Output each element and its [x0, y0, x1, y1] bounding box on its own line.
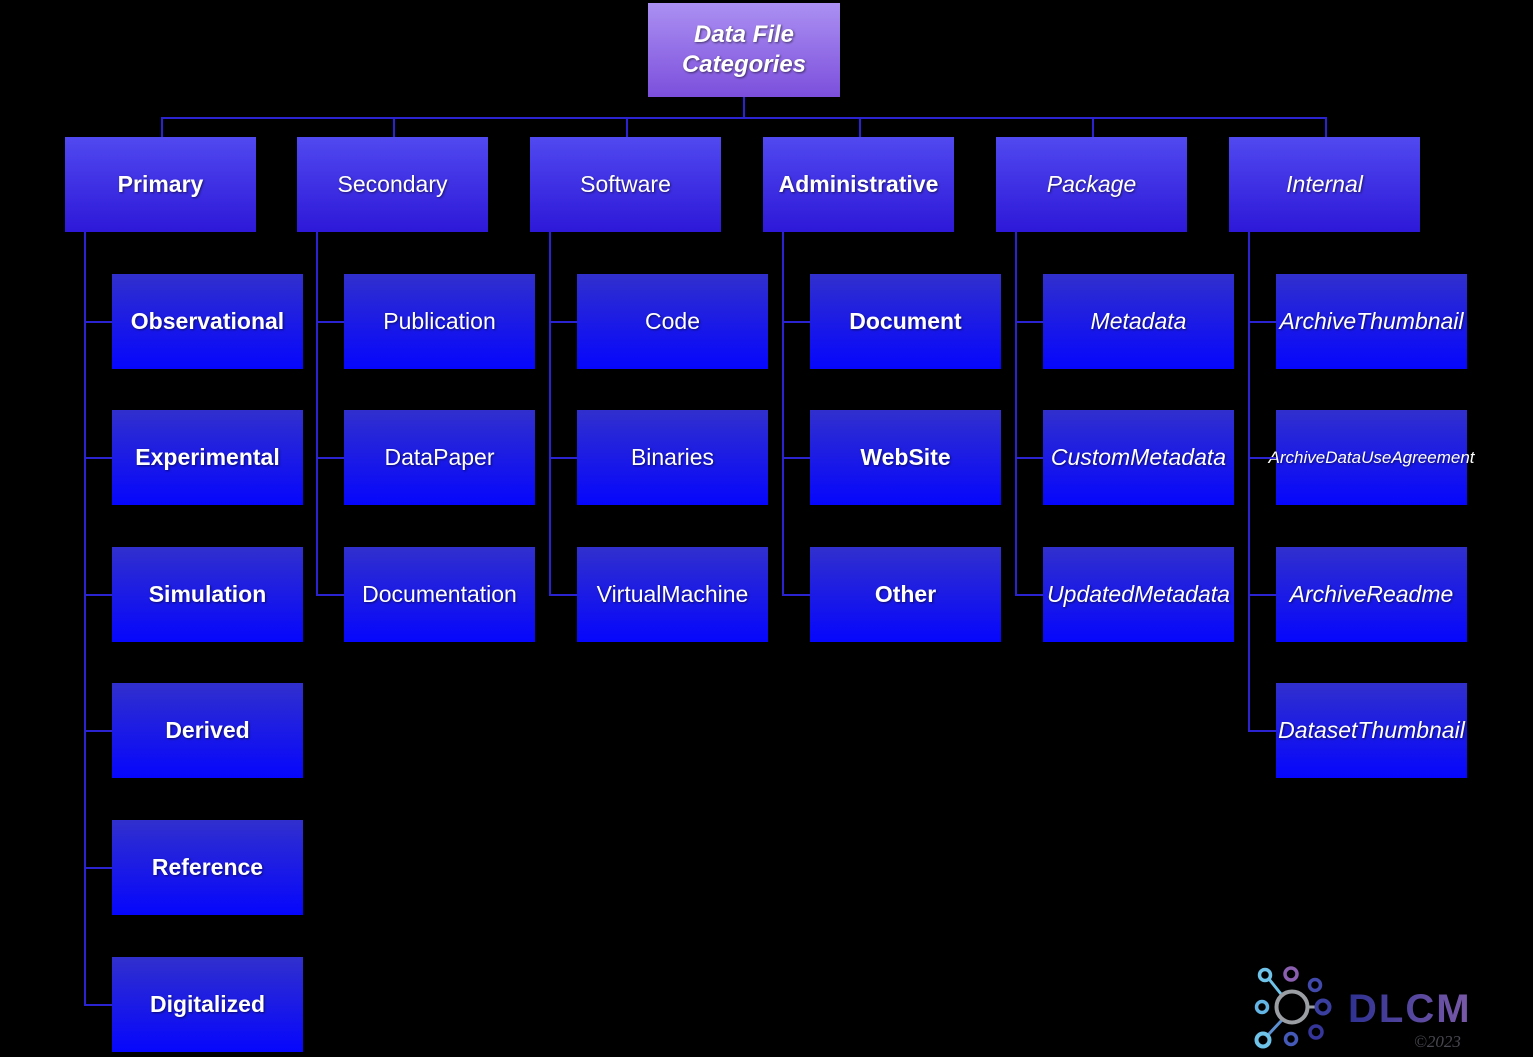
node-label: WebSite	[860, 444, 951, 471]
child-node-simulation: Simulation	[112, 547, 303, 642]
child-node-document: Document	[810, 274, 1001, 369]
connector-line	[316, 232, 318, 596]
connector-line	[1017, 593, 1043, 596]
connector-line	[551, 320, 577, 323]
connector-line	[86, 729, 112, 732]
node-label: Administrative	[778, 171, 939, 198]
connector-line	[1017, 456, 1043, 459]
connector-line	[160, 117, 1327, 119]
node-label: Derived	[165, 717, 250, 744]
node-label: CustomMetadata	[1050, 444, 1227, 471]
node-label: Primary	[117, 171, 204, 198]
connector-line	[86, 456, 112, 459]
child-node-observational: Observational	[112, 274, 303, 369]
connector-line	[86, 320, 112, 323]
connector-line	[1091, 117, 1094, 137]
connector-line	[1250, 456, 1276, 459]
node-label: Software	[580, 171, 671, 198]
connector-line	[625, 117, 628, 137]
child-node-virtualmachine: VirtualMachine	[577, 547, 768, 642]
node-label: Experimental	[135, 444, 280, 471]
child-node-datasetthumbnail: DatasetThumbnail	[1276, 683, 1467, 778]
parent-node-administrative: Administrative	[763, 137, 954, 232]
node-label: Simulation	[148, 581, 267, 608]
node-label: Code	[645, 308, 700, 335]
parent-node-primary: Primary	[65, 137, 256, 232]
node-label: Digitalized	[149, 991, 265, 1018]
child-node-other: Other	[810, 547, 1001, 642]
connector-line	[551, 593, 577, 596]
child-node-updatedmetadata: UpdatedMetadata	[1043, 547, 1234, 642]
node-label: Secondary	[337, 171, 448, 198]
node-label: Other	[874, 581, 937, 608]
connector-line	[318, 593, 344, 596]
connector-line	[84, 232, 86, 1006]
connector-line	[1324, 117, 1327, 137]
node-label: Publication	[383, 308, 496, 335]
child-node-publication: Publication	[344, 274, 535, 369]
node-label: Observational	[130, 308, 285, 335]
connector-line	[782, 232, 784, 596]
node-label: VirtualMachine	[596, 581, 749, 608]
child-node-website: WebSite	[810, 410, 1001, 505]
node-label: DataPaper	[384, 444, 495, 471]
connector-line	[784, 456, 810, 459]
connector-line	[392, 117, 395, 137]
parent-node-package: Package	[996, 137, 1187, 232]
node-label: Binaries	[630, 444, 715, 471]
node-label: Package	[1046, 171, 1137, 198]
child-node-metadata: Metadata	[1043, 274, 1234, 369]
root-node-data-file-categories: Data File Categories	[648, 3, 840, 97]
root-node-label: Data File Categories	[681, 21, 807, 78]
connector-line	[86, 593, 112, 596]
connector-line	[1250, 729, 1276, 732]
child-node-code: Code	[577, 274, 768, 369]
child-node-derived: Derived	[112, 683, 303, 778]
dlcm-brand-text: DLCM	[1348, 987, 1472, 1031]
child-node-archivereadme: ArchiveReadme	[1276, 547, 1467, 642]
child-node-binaries: Binaries	[577, 410, 768, 505]
connector-line	[858, 117, 861, 137]
copyright-text: ©2023	[1414, 1032, 1461, 1051]
connector-line	[784, 593, 810, 596]
child-node-experimental: Experimental	[112, 410, 303, 505]
connector-line	[743, 97, 745, 119]
connector-line	[318, 456, 344, 459]
connector-line	[1250, 593, 1276, 596]
connector-line	[160, 117, 163, 137]
connector-line	[86, 866, 112, 869]
connector-line	[1250, 320, 1276, 323]
parent-node-internal: Internal	[1229, 137, 1420, 232]
connector-line	[1015, 232, 1017, 596]
node-label: Documentation	[362, 581, 517, 608]
child-node-digitalized: Digitalized	[112, 957, 303, 1052]
child-node-custommetadata: CustomMetadata	[1043, 410, 1234, 505]
connector-line	[551, 456, 577, 459]
network-molecule-icon	[1254, 966, 1332, 1049]
dlcm-logo: DLCM ©2023	[1254, 966, 1472, 1051]
child-node-documentation: Documentation	[344, 547, 535, 642]
child-node-archivedatauseagreement: ArchiveDataUseAgreement	[1269, 410, 1475, 505]
node-label: Document	[849, 308, 962, 335]
child-node-reference: Reference	[112, 820, 303, 915]
node-label: Reference	[151, 854, 264, 881]
node-label: DatasetThumbnail	[1278, 717, 1465, 744]
node-label: UpdatedMetadata	[1047, 581, 1230, 608]
connector-line	[318, 320, 344, 323]
node-label: Metadata	[1090, 308, 1187, 335]
connector-line	[549, 232, 551, 596]
node-label: ArchiveThumbnail	[1279, 308, 1464, 335]
node-label: ArchiveDataUseAgreement	[1268, 447, 1475, 467]
node-label: Internal	[1286, 171, 1363, 198]
child-node-archivethumbnail: ArchiveThumbnail	[1276, 274, 1467, 369]
connector-line	[86, 1003, 112, 1006]
connector-line	[784, 320, 810, 323]
connector-line	[1017, 320, 1043, 323]
parent-node-software: Software	[530, 137, 721, 232]
node-label: ArchiveReadme	[1289, 581, 1454, 608]
parent-node-secondary: Secondary	[297, 137, 488, 232]
connector-line	[1248, 232, 1250, 732]
child-node-datapaper: DataPaper	[344, 410, 535, 505]
